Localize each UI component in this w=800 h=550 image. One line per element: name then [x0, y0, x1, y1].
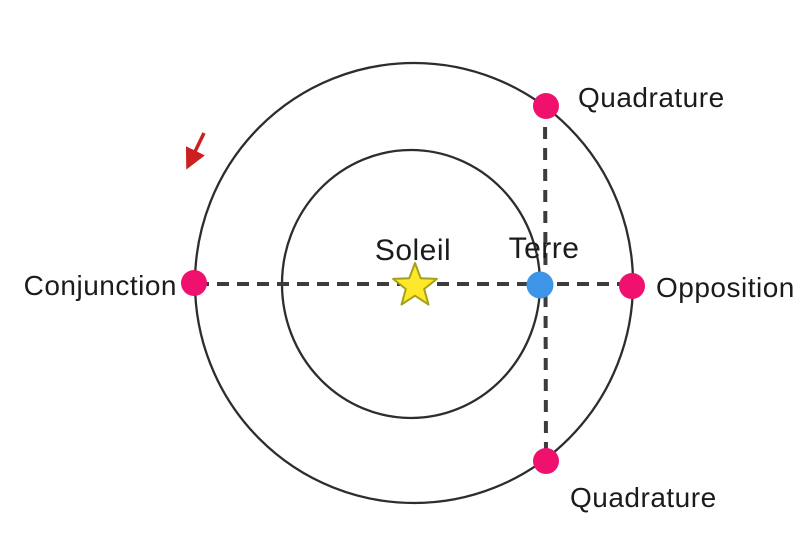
orbit-direction-arrow-icon: [185, 132, 206, 170]
quadrature-top-label: Quadrature: [578, 82, 725, 113]
conjunction-label: Conjunction: [24, 270, 177, 301]
earth-dot: [526, 271, 554, 299]
quadrature-bottom-dot: [533, 448, 559, 474]
opposition-dot: [619, 273, 645, 299]
quadrature-top-dot: [533, 93, 559, 119]
sun-star-icon: [392, 262, 438, 306]
opposition-label: Opposition: [656, 272, 795, 303]
quadrature-bottom-label: Quadrature: [570, 482, 717, 513]
earth-label: Terre: [509, 232, 580, 265]
conjunction-dot: [181, 270, 207, 296]
sun-label: Soleil: [375, 234, 451, 267]
